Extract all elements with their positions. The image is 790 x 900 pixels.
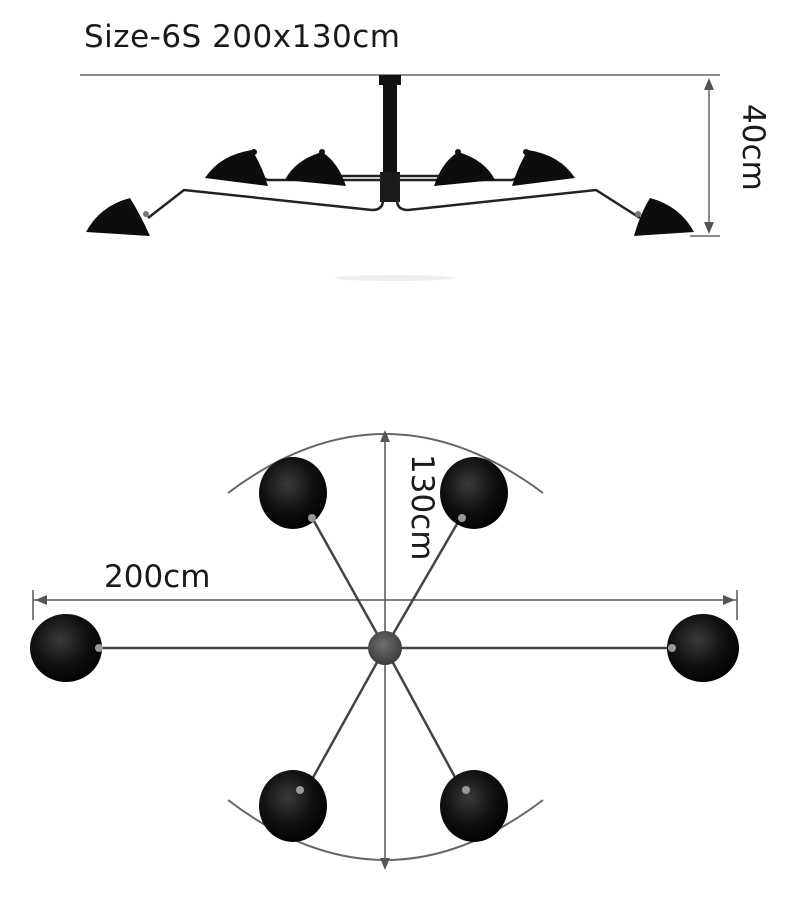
shade-upper-left: [259, 457, 327, 529]
shade-lower-left: [259, 770, 327, 842]
width-label: 200cm: [104, 559, 211, 595]
shade-lower-right: [440, 770, 508, 842]
side-arm-right-long: [395, 188, 641, 220]
ceiling-canopy: [379, 75, 401, 85]
arm-upper-left: [303, 504, 387, 649]
center-hub: [368, 631, 402, 665]
width-arrow-right: [723, 595, 735, 605]
center-stem: [383, 84, 397, 180]
width-arrow-left: [35, 595, 47, 605]
side-shade-left-mid: [205, 149, 268, 186]
stem-joint: [380, 172, 400, 202]
side-shade-right-inner: [434, 149, 495, 186]
depth-arrow-top: [380, 430, 390, 442]
side-view: [80, 74, 720, 281]
side-shade-right-mid: [512, 149, 575, 186]
arm-lower-right: [383, 647, 465, 793]
arm-upper-right: [383, 504, 470, 649]
height-label: 40cm: [735, 104, 771, 191]
depth-arrow-bottom: [380, 858, 390, 870]
top-view: [30, 430, 739, 870]
height-arrow-bottom: [704, 222, 714, 234]
side-shade-left-inner: [285, 149, 346, 186]
depth-label: 130cm: [404, 454, 440, 561]
floor-shadow: [335, 275, 455, 281]
height-arrow-top: [704, 78, 714, 90]
shade-upper-right: [440, 457, 508, 529]
shade-right: [667, 614, 739, 682]
shade-left: [30, 614, 103, 682]
arm-lower-left: [303, 647, 387, 793]
side-shade-right-outer: [634, 198, 694, 236]
side-shade-left-outer: [86, 198, 150, 236]
size-title: Size-6S 200x130cm: [84, 19, 401, 55]
side-arm-left-long: [147, 188, 385, 219]
